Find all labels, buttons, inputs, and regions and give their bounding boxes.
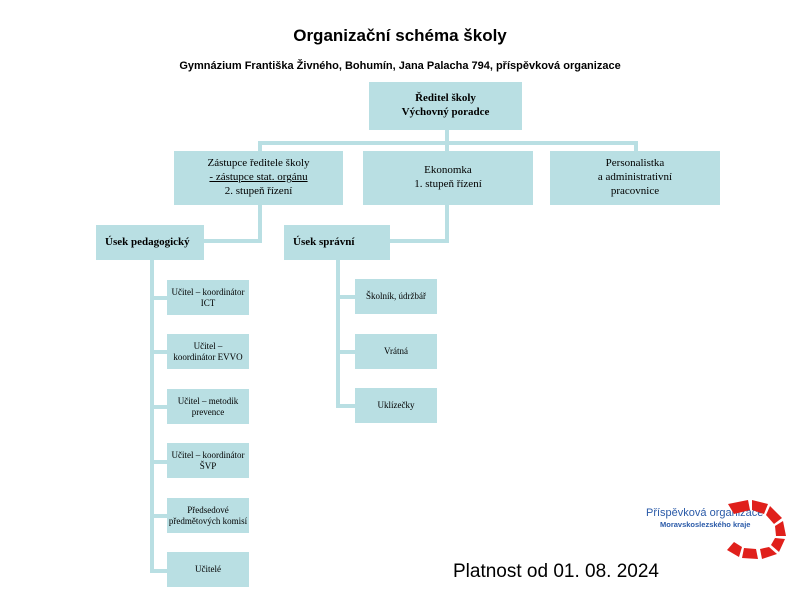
administrative-section-title: Úsek správní <box>293 235 355 248</box>
director-title: Ředitel školy <box>415 92 476 105</box>
connector-ped-item-5 <box>150 514 167 518</box>
pedagogical-section-title: Úsek pedagogický <box>105 235 190 248</box>
connector-adm-item-1 <box>336 295 355 299</box>
hr-box: Personalistka a administrativní pracovni… <box>550 151 720 205</box>
connector-to-economist <box>445 141 449 151</box>
ped-item-line1: Učitel – <box>193 340 223 351</box>
deputy-role: - zástupce stat. orgánu <box>209 171 308 184</box>
logo-text-region: Moravskoslezského kraje <box>660 520 751 529</box>
ped-item-line1: Učitel – koordinátor <box>171 449 245 460</box>
adm-item-cleaners: Uklízečky <box>355 388 437 423</box>
region-logo-icon <box>727 500 786 559</box>
ped-item-line1: Předsedové <box>187 504 229 515</box>
deputy-box: Zástupce ředitele školy - zástupce stat.… <box>174 151 343 205</box>
adm-item-porter: Vrátná <box>355 334 437 369</box>
connector-to-hr <box>634 141 638 151</box>
economist-box: Ekonomka 1. stupeň řízení <box>363 151 533 205</box>
validity-date: Platnost od 01. 08. 2024 <box>453 561 659 582</box>
ped-item-svp-coordinator: Učitel – koordinátor ŠVP <box>167 443 249 478</box>
connector-to-deputy <box>258 141 262 151</box>
hr-title: Personalistka <box>605 157 665 170</box>
ped-item-line2: ŠVP <box>199 460 217 471</box>
connector-economist-down <box>445 205 449 243</box>
ped-item-evvo-coordinator: Učitel – koordinátor EVVO <box>167 334 249 369</box>
ped-item-line2: koordinátor EVVO <box>173 351 243 362</box>
ped-item-line1: Učitelé <box>195 564 221 575</box>
ped-item-line1: Učitel – metodik <box>177 395 239 406</box>
page-subtitle: Gymnázium Františka Živného, Bohumín, Ja… <box>179 60 621 72</box>
connector-pedagogical-vertical <box>150 260 154 573</box>
ped-item-ict-coordinator: Učitel – koordinátor ICT <box>167 280 249 315</box>
connector-ped-item-4 <box>150 460 167 464</box>
adm-item-label: Školník, údržbář <box>366 291 426 302</box>
connector-adm-item-3 <box>336 404 355 408</box>
connector-ped-item-6 <box>150 569 167 573</box>
deputy-title: Zástupce ředitele školy <box>207 157 310 170</box>
director-subtitle: Výchovný poradce <box>401 106 490 118</box>
economist-level: 1. stupeň řízení <box>414 178 482 190</box>
connector-adm-item-2 <box>336 350 355 354</box>
page-title: Organizační schéma školy <box>293 26 507 45</box>
connector-to-pedagogical <box>204 239 262 243</box>
adm-item-label: Uklízečky <box>377 400 415 411</box>
ped-item-line1: Učitel – koordinátor <box>171 286 245 297</box>
connector-ped-item-2 <box>150 350 167 354</box>
hr-line2: a administrativní <box>597 171 673 184</box>
adm-item-caretaker: Školník, údržbář <box>355 279 437 314</box>
ped-item-teachers: Učitelé <box>167 552 249 587</box>
adm-item-label: Vrátná <box>384 346 408 357</box>
connector-director-down <box>445 130 449 143</box>
ped-item-commission-chairs: Předsedové předmětových komisí <box>167 498 249 533</box>
deputy-level: 2. stupeň řízení <box>224 184 293 197</box>
connector-deputy-down <box>258 205 262 243</box>
administrative-section-box: Úsek správní <box>284 225 390 260</box>
connector-ped-item-3 <box>150 405 167 409</box>
connector-administrative-vertical <box>336 260 340 408</box>
connector-to-administrative <box>390 239 449 243</box>
pedagogical-section-box: Úsek pedagogický <box>96 225 204 260</box>
economist-title: Ekonomka <box>424 164 472 177</box>
hr-line3: pracovnice <box>610 184 660 197</box>
connector-ped-item-1 <box>150 296 167 300</box>
ped-item-line2: ICT <box>200 297 216 308</box>
director-box: Ředitel školy Výchovný poradce <box>369 82 522 130</box>
ped-item-line2: prevence <box>191 406 225 417</box>
ped-item-prevention-methodist: Učitel – metodik prevence <box>167 389 249 424</box>
ped-item-line2: předmětových komisí <box>168 515 248 526</box>
